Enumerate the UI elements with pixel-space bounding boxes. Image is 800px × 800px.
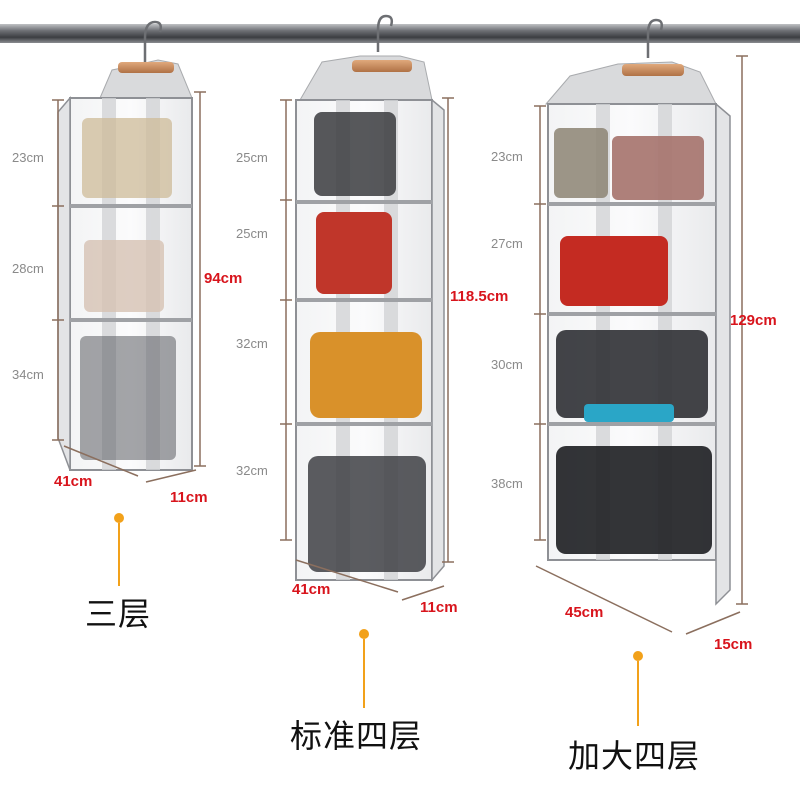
hanger-hook-icon [376,14,394,52]
total-height-label: 129cm [730,312,777,329]
wooden-hanger [118,62,174,73]
bag-icon [308,456,426,572]
bag-icon [612,136,704,200]
caption-three-tier: 三层 [85,595,152,633]
marker-dot-icon [114,513,124,523]
tier-height-label: 34cm [12,367,44,382]
tier-height-label: 32cm [236,336,268,351]
bag-icon [82,118,172,198]
organizer-standard-four-tier [295,14,445,583]
depth-label: 15cm [714,636,753,653]
bag-icon [556,446,712,554]
marker-dot-icon [633,651,643,661]
bag-icon [316,212,392,294]
tier-height-label: 27cm [491,236,523,251]
caption-markers [114,513,643,726]
width-label: 41cm [54,473,93,490]
depth-label: 11cm [170,489,208,506]
tier-height-label: 25cm [236,150,268,165]
organizer-large-four-tier [544,18,731,606]
tier-height-label: 28cm [12,261,44,276]
bag-icon [80,336,176,460]
caption-standard-four-tier: 标准四层 [290,717,423,755]
width-label: 41cm [292,581,331,598]
tier-height-label: 30cm [491,357,523,372]
width-label: 45cm [565,604,604,621]
bag-icon [84,240,164,312]
wooden-hanger [352,60,412,72]
dimension-lines [52,55,748,635]
total-height-label: 94cm [204,270,243,287]
marker-dot-icon [359,629,369,639]
tier-height-label: 23cm [12,150,44,165]
caption-large-four-tier: 加大四层 [568,737,701,775]
bag-icon [560,236,668,306]
tier-height-label: 23cm [491,149,523,164]
bag-icon [554,128,608,198]
bag-icon [310,332,422,418]
wooden-hanger [622,64,684,76]
bag-icon [314,112,396,196]
hanger-hook-icon [646,18,664,58]
organizer-three-tier [57,20,193,471]
total-height-label: 118.5cm [450,288,509,305]
tier-height-label: 32cm [236,463,268,478]
tier-height-label: 25cm [236,226,268,241]
clothes-rod [0,24,800,43]
tier-height-label: 38cm [491,476,523,491]
hanger-hook-icon [143,20,163,64]
depth-label: 11cm [420,599,458,616]
bag-icon [556,330,708,418]
